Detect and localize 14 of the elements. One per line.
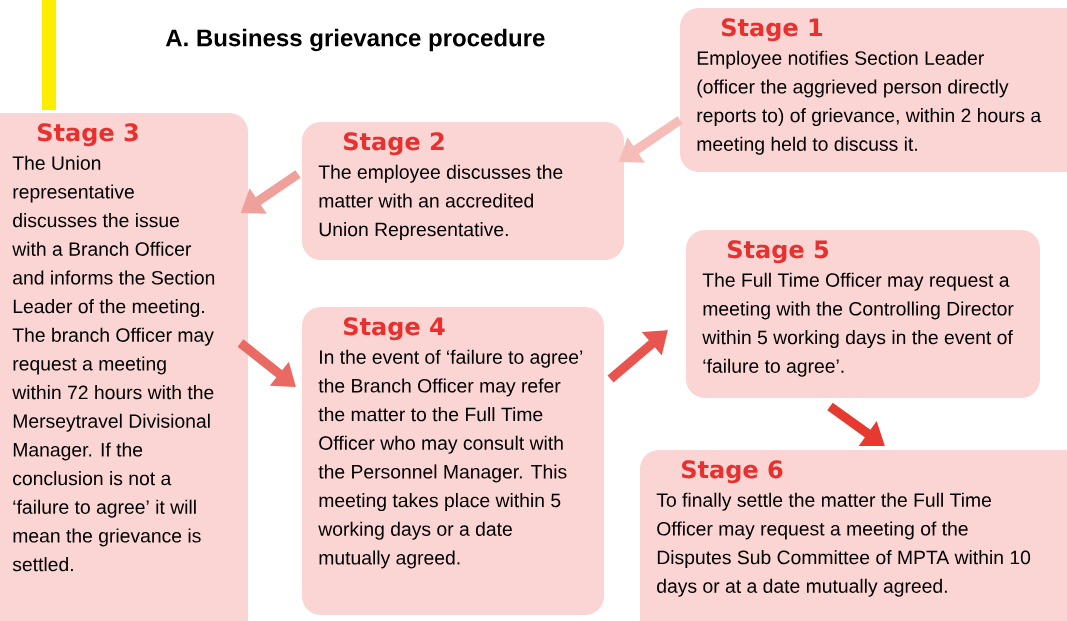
arrow xyxy=(607,330,668,383)
stage-text: Stage 2 The employee discusses the matter with an accredited Union Representative. xyxy=(318,132,563,241)
stage-text: Stage 6 To finally settle the matter the Full Time Officer may request a meeting of the Disputes Sub Committee of MPTA within 10 days or at a date mutually agreed. xyxy=(656,460,1031,597)
title: A. Business grievance procedure xyxy=(165,28,545,52)
stage-text: Stage 1 Employee notifies Section Leader (officer the aggrieved person directly reports to) of grievance, within 2 hours a meeting held to discuss it. xyxy=(697,18,1042,155)
stage-box xyxy=(640,450,1067,621)
stage-box xyxy=(680,8,1067,172)
stage-box xyxy=(302,307,604,615)
stage-text: Stage 4 In the event of ‘failure to agree’ the Branch Officer may refer the matter to the Full Time Officer who may consult with the Personnel Manager. This meeting takes place within 5 working days or a date mutually agreed. xyxy=(318,317,583,569)
stage-box xyxy=(302,122,624,260)
stage-text: Stage 5 The Full Time Officer may request a meeting with the Controlling Director within 5 working days in the event of ‘failure to agree’. xyxy=(702,240,1014,377)
stage-box xyxy=(686,230,1040,398)
stage-text: Stage 3 The Union representative discusses the issue with a Branch Officer and informs the Section Leader of the meeting. The branch Officer may request a meeting within 72 hours with the Merseytravel Divisional Manager. If the conclusion is not a ‘failure to agree’ it will mean the grievance is settled. xyxy=(12,123,215,572)
stage-box xyxy=(0,113,248,621)
